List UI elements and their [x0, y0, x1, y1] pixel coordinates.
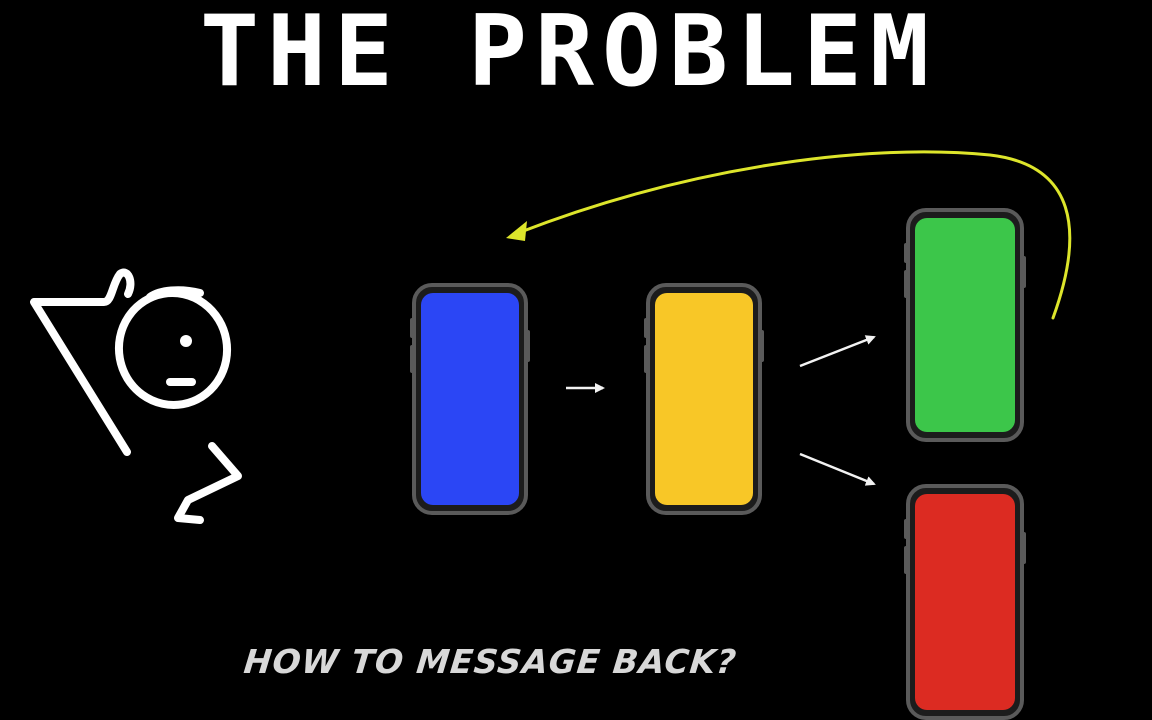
phone-red-screen — [915, 494, 1015, 710]
phone-blue — [410, 283, 530, 515]
phone-red — [904, 484, 1026, 720]
phone-green — [904, 208, 1026, 442]
figure-hair — [146, 286, 204, 301]
phone-yellow-screen — [655, 293, 753, 505]
slide-caption: HOW TO MESSAGE BACK? — [242, 642, 739, 681]
right-arrow-icon — [799, 452, 876, 486]
right-arrow-icon — [799, 335, 876, 368]
figure-legs — [174, 442, 242, 524]
figure-head — [114, 289, 232, 409]
figure-eye — [180, 335, 192, 347]
figure-arm — [30, 268, 135, 456]
confused-stick-figure-icon — [30, 268, 242, 524]
slide-title: THE PROBLEM — [200, 0, 938, 109]
phone-yellow — [644, 283, 764, 515]
phone-green-screen — [915, 218, 1015, 432]
curved-return-arrow-icon — [506, 150, 1072, 320]
phone-blue-screen — [421, 293, 519, 505]
